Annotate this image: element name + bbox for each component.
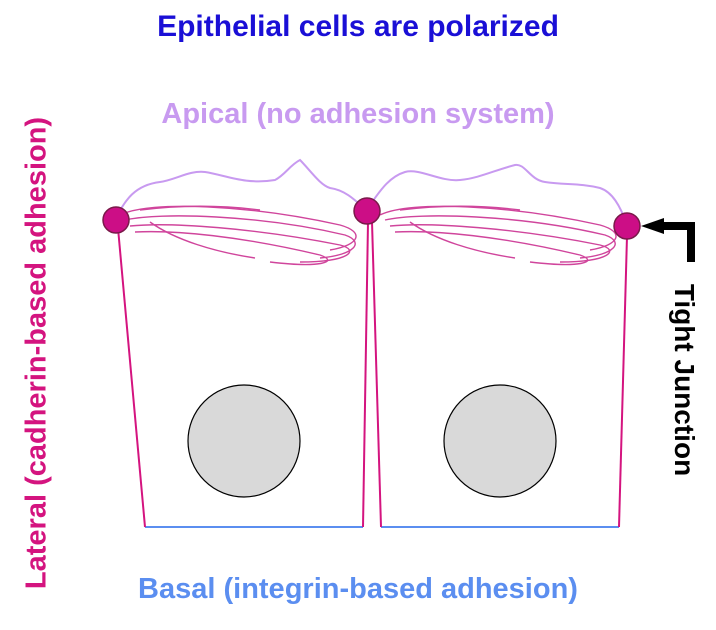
nucleus-icon <box>187 384 301 498</box>
lateral-membrane-1 <box>117 227 146 528</box>
tight-junction-icon <box>102 206 130 234</box>
nucleus-icon <box>443 384 557 498</box>
apical-label: Apical (no adhesion system) <box>161 98 555 130</box>
junction-pointer-icon <box>641 218 695 262</box>
actin-belt-right <box>379 205 617 266</box>
lateral-membrane-4 <box>618 235 628 528</box>
actin-belt-left <box>119 205 357 266</box>
basal-label: Basal (integrin-based adhesion) <box>138 573 578 605</box>
tight-junction-icon <box>353 197 381 225</box>
diagram-title: Epithelial cells are polarized <box>157 10 559 43</box>
apical-membrane-left <box>115 158 367 219</box>
tight-junction-icon <box>613 212 641 240</box>
apical-membrane-right <box>365 163 628 226</box>
lateral-membrane-3 <box>371 221 382 528</box>
lateral-membrane-2 <box>362 221 369 528</box>
